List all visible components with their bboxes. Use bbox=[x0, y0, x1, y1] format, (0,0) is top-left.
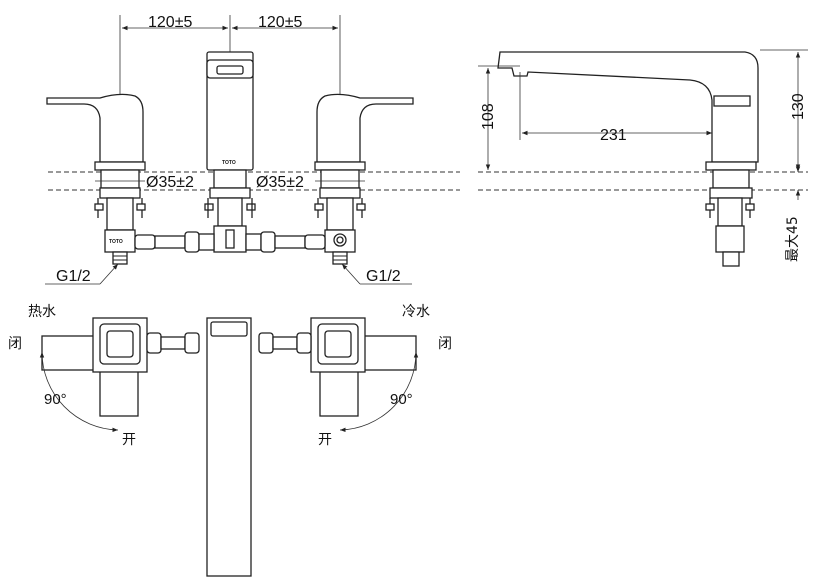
spout-profile bbox=[497, 51, 759, 163]
spout-top-view bbox=[206, 317, 252, 577]
left-valve-brand: TOTO bbox=[109, 239, 123, 245]
closed-left-label: 闭 bbox=[8, 336, 22, 352]
closed-right-label: 闭 bbox=[438, 336, 452, 352]
hot-water-label: 热水 bbox=[28, 304, 56, 320]
spout-collar bbox=[713, 95, 751, 107]
side-view: 108 231 130 最大45 bbox=[478, 49, 808, 267]
front-view: 120±5 120±5 TOTO bbox=[45, 14, 460, 285]
cold-water-label: 冷水 bbox=[402, 304, 430, 320]
thread-left-label: G1/2 bbox=[56, 268, 91, 285]
spout-brand: TOTO bbox=[222, 160, 236, 166]
angle-left-label: 90° bbox=[44, 391, 67, 408]
dim-max45-label: 最大45 bbox=[785, 216, 801, 262]
dim-108-label: 108 bbox=[480, 103, 497, 130]
left-handle: TOTO bbox=[46, 93, 146, 265]
dim-130-label: 130 bbox=[790, 93, 807, 120]
angle-right-label: 90° bbox=[390, 391, 413, 408]
dia-right-label: Ø35±2 bbox=[256, 174, 304, 191]
thread-right-label: G1/2 bbox=[366, 268, 401, 285]
dim-120-left: 120±5 bbox=[148, 14, 192, 31]
connecting-hoses bbox=[134, 231, 326, 253]
right-handle bbox=[314, 93, 414, 265]
open-left-label: 开 bbox=[122, 432, 136, 448]
top-view: 热水 冷水 闭 闭 90° 90° 开 开 bbox=[8, 304, 452, 577]
open-right-label: 开 bbox=[318, 432, 332, 448]
dia-left-label: Ø35±2 bbox=[146, 174, 194, 191]
dim-120-right: 120±5 bbox=[258, 14, 302, 31]
dim-231-label: 231 bbox=[600, 127, 627, 144]
center-spout: TOTO bbox=[204, 51, 256, 253]
